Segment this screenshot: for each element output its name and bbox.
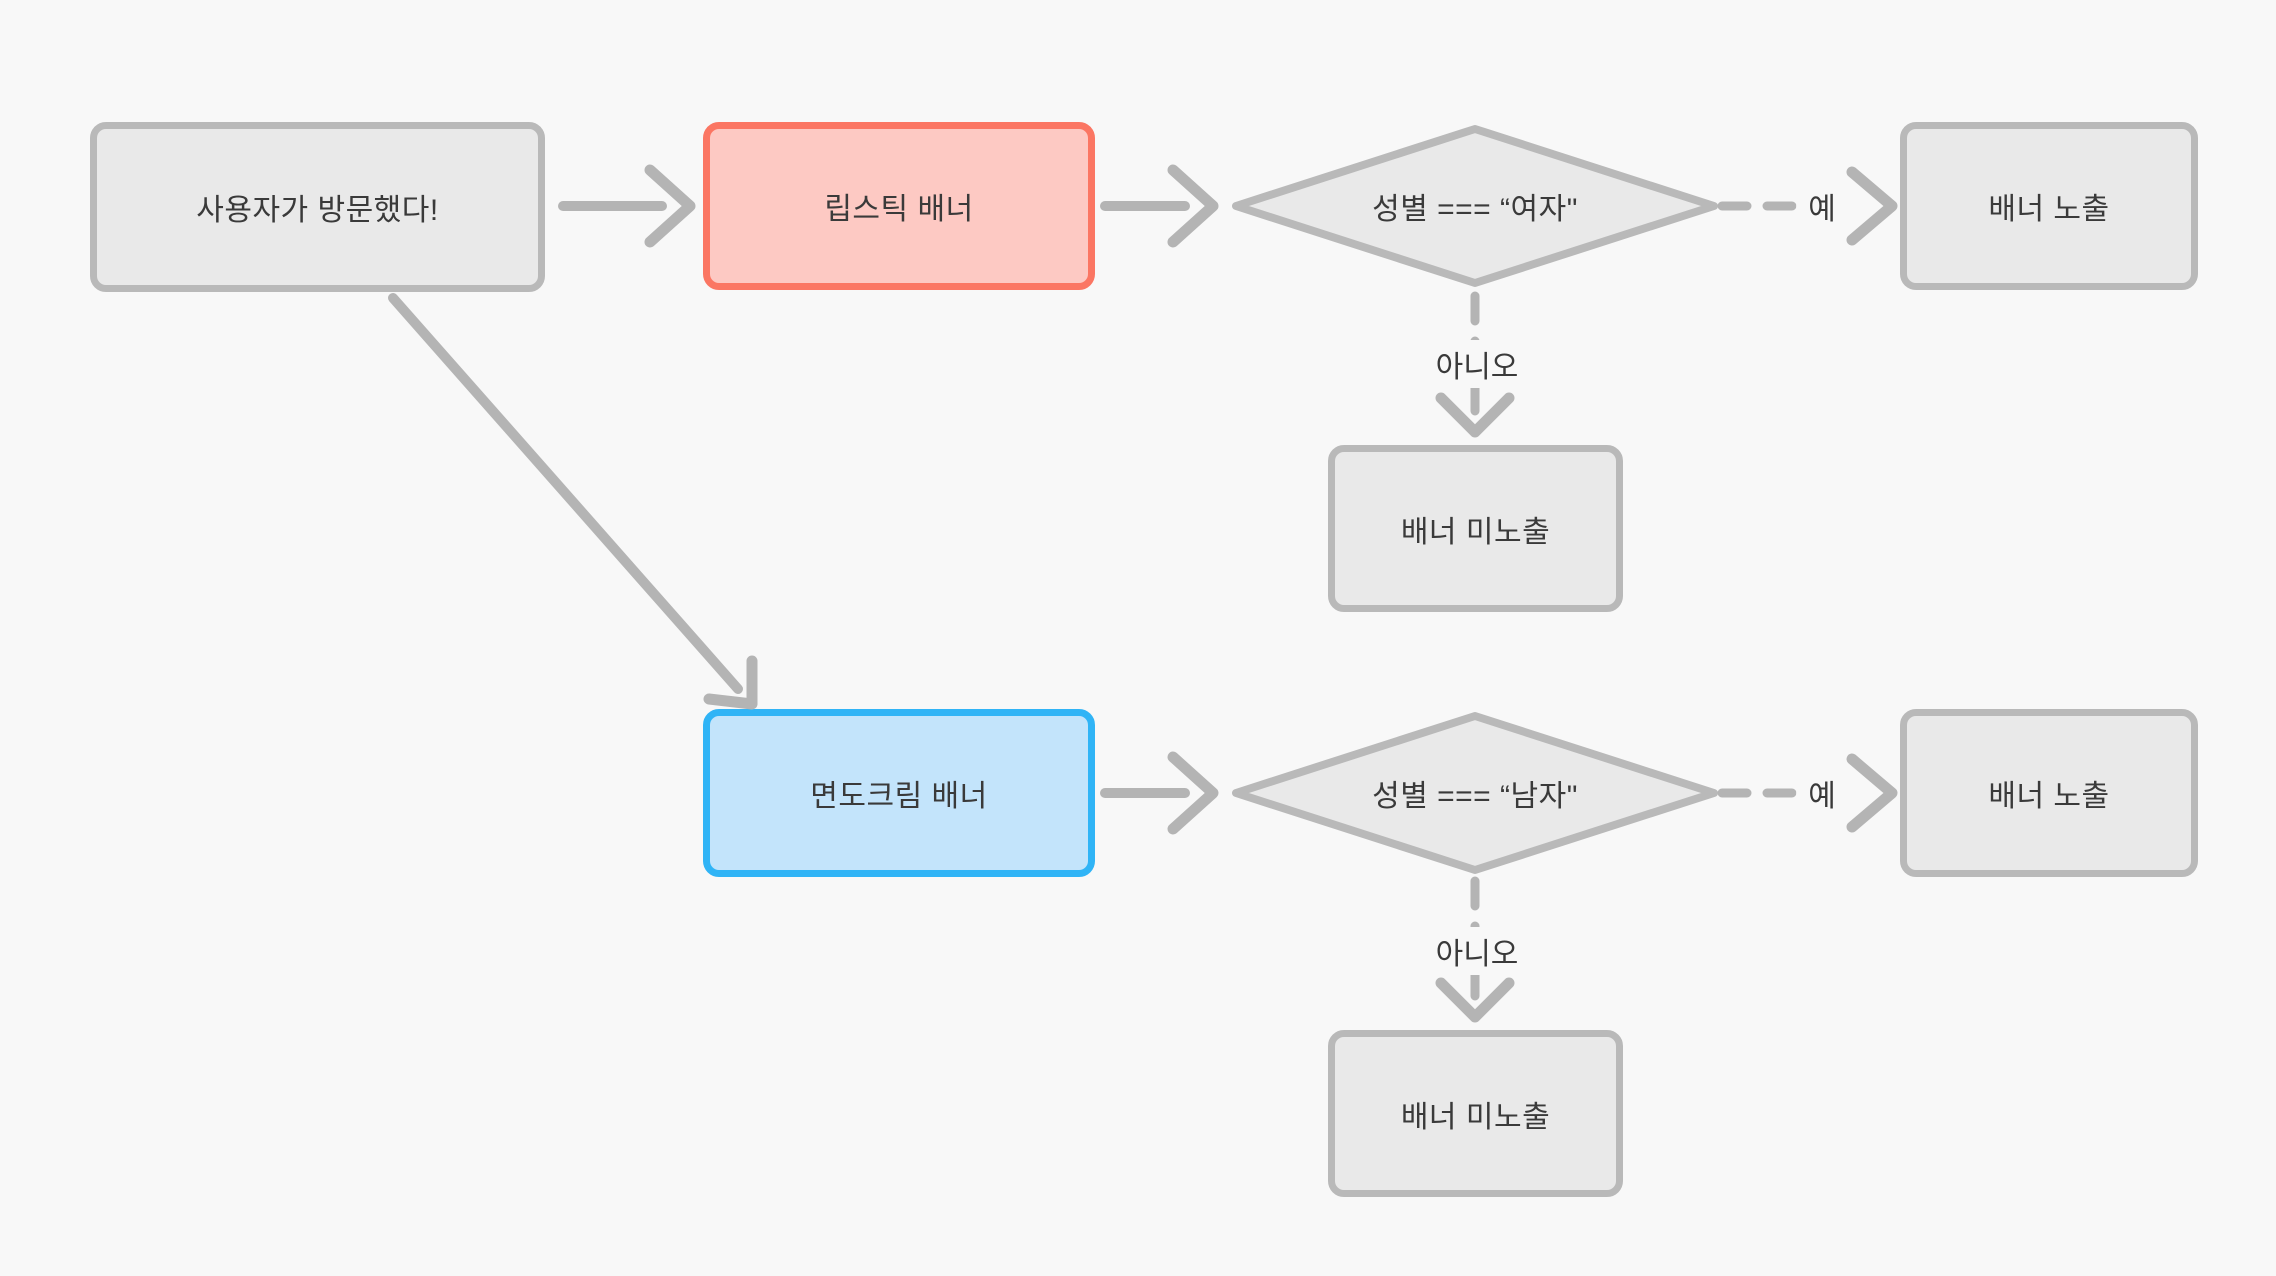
banner-hidden-label-1: 배너 미노출 xyxy=(1400,515,1551,549)
lipstick-banner-node: 립스틱 배너 xyxy=(703,122,1095,290)
gender-female-decision-label: 성별 === “여자" xyxy=(1372,193,1578,226)
banner-hidden-node-1: 배너 미노출 xyxy=(1328,445,1623,612)
diamond-shape xyxy=(1232,712,1718,874)
start-node-label: 사용자가 방문했다! xyxy=(196,194,439,227)
shaving-cream-banner-label: 면도크림 배너 xyxy=(810,780,988,813)
banner-hidden-node-2: 배너 미노출 xyxy=(1328,1030,1623,1197)
lipstick-banner-label: 립스틱 배너 xyxy=(824,193,974,226)
gender-male-decision-node: 성별 === “남자" xyxy=(1230,709,1720,877)
gender-male-decision-label: 성별 === “남자" xyxy=(1372,780,1578,813)
banner-shown-label-1: 배너 노출 xyxy=(1988,193,2110,226)
no-edge-label-1: 아니오 xyxy=(1423,340,1531,388)
arrow-start-to-lipstick xyxy=(558,164,696,248)
no-edge-label-2: 아니오 xyxy=(1423,927,1531,975)
banner-hidden-label-2: 배너 미노출 xyxy=(1400,1100,1551,1134)
diamond-shape xyxy=(1232,125,1718,287)
arrow-lipstick-to-female-decision xyxy=(1100,164,1219,248)
gender-female-decision-node: 성별 === “여자" xyxy=(1230,122,1720,290)
yes-edge-label-2: 예 xyxy=(1796,769,1848,817)
shaving-cream-banner-node: 면도크림 배너 xyxy=(703,709,1095,877)
banner-shown-label-2: 배너 노출 xyxy=(1988,780,2110,813)
arrow-shaving-to-male-decision xyxy=(1100,751,1219,835)
arrow-start-to-shaving xyxy=(388,293,758,710)
banner-shown-node-1: 배너 노출 xyxy=(1900,122,2198,290)
banner-shown-node-2: 배너 노출 xyxy=(1900,709,2198,877)
start-node: 사용자가 방문했다! xyxy=(90,122,545,292)
yes-edge-label-1: 예 xyxy=(1796,182,1848,230)
